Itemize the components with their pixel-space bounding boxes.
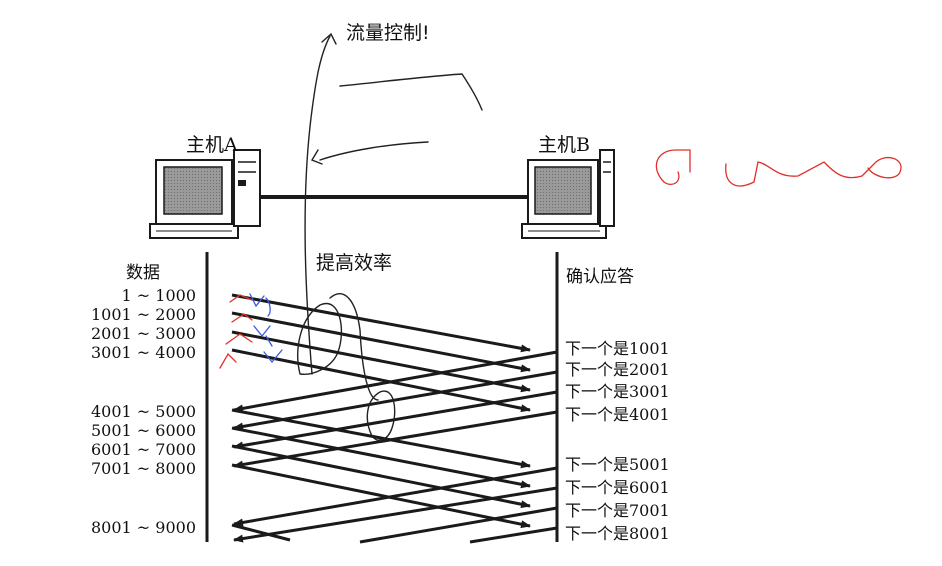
ack-label-5: 下一个是5001 [565, 455, 670, 474]
efficiency-annotation: 提高效率 [316, 252, 393, 274]
ack-label-6: 下一个是6001 [565, 478, 670, 497]
blue-mark-2 [265, 297, 271, 317]
pencil-arrow-upper [339, 73, 483, 111]
red-scribbles [219, 149, 902, 369]
red-wave-right [655, 149, 902, 187]
ack-label-7: 下一个是7001 [565, 501, 670, 520]
pencil-loop-mid [329, 293, 379, 401]
ack-arrow-1 [233, 350, 558, 413]
segment-range-2: 1001 ~ 2000 [90, 305, 196, 324]
flow-control-curve [304, 35, 331, 375]
data-arrow-4 [231, 348, 531, 413]
pencil-loop-left [297, 302, 343, 375]
ack-label-4: 下一个是4001 [565, 405, 670, 424]
segment-range-1: 1 ~ 1000 [121, 286, 196, 305]
pencil-arrow-lower [310, 141, 429, 165]
host-a-label: 主机A [186, 134, 238, 156]
data-arrow-9 [231, 523, 291, 542]
segment-range-4: 3001 ~ 4000 [90, 343, 196, 362]
ack-column-heading: 确认应答 [566, 267, 634, 287]
handwritten-annotations [297, 32, 483, 441]
ack-arrow-2 [233, 370, 558, 431]
ack-arrow-4 [233, 410, 558, 469]
segment-range-3: 2001 ~ 3000 [90, 324, 196, 343]
red-tick-1 [229, 294, 253, 303]
blue-mark-3 [253, 325, 271, 338]
ack-arrow-6 [233, 486, 558, 543]
data-arrow-1 [231, 293, 531, 353]
host-b-label: 主机B [538, 134, 590, 156]
red-tick-3 [225, 333, 253, 345]
pencil-loop-right [366, 390, 396, 441]
ack-arrow-5 [233, 466, 558, 527]
ack-label-3: 下一个是3001 [565, 382, 670, 401]
blue-mark-5 [263, 349, 283, 364]
blue-mark-4 [265, 335, 273, 347]
data-arrows [231, 293, 531, 542]
blue-scribbles [249, 293, 283, 364]
red-tick-4 [219, 352, 237, 369]
data-column-heading: 数据 [126, 263, 160, 283]
segment-range-9: 8001 ~ 9000 [90, 518, 196, 537]
flow-control-arrowhead [321, 32, 337, 45]
segment-range-7: 6001 ~ 7000 [90, 440, 196, 459]
flow-control-annotation: 流量控制! [346, 22, 430, 44]
data-arrow-7 [231, 444, 531, 509]
segment-range-5: 4001 ~ 5000 [90, 402, 196, 421]
ack-arrow-8 [469, 526, 558, 544]
ack-arrow-7 [359, 506, 558, 544]
data-arrow-2 [231, 311, 531, 373]
ack-label-1: 下一个是1001 [565, 339, 670, 358]
ack-arrow-3 [233, 390, 558, 450]
data-arrow-3 [231, 330, 531, 393]
ack-arrows [233, 350, 558, 544]
segment-range-8: 7001 ~ 8000 [90, 459, 196, 478]
red-tick-2 [231, 313, 253, 323]
ack-label-8: 下一个是8001 [565, 524, 670, 543]
segment-range-6: 5001 ~ 6000 [90, 421, 196, 440]
host-a-computer-icon [149, 149, 261, 239]
data-arrow-8 [231, 463, 531, 529]
blue-mark-1 [249, 293, 265, 308]
ack-label-2: 下一个是2001 [565, 360, 670, 379]
host-b-computer-icon [521, 149, 615, 239]
